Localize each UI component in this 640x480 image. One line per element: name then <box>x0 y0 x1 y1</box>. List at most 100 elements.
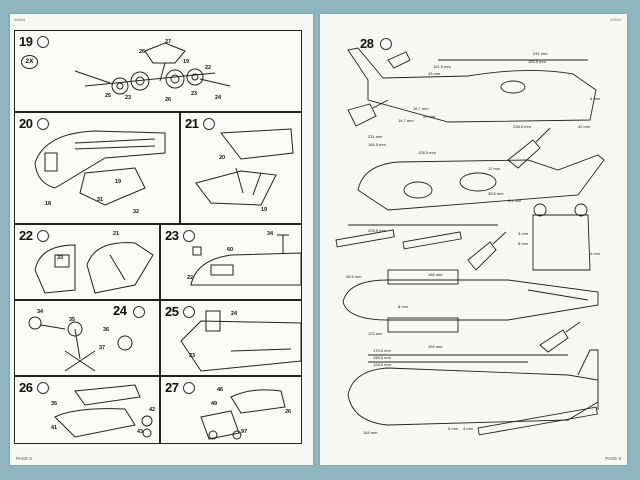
engine-pod-drawing <box>200 389 286 440</box>
page-header-code: 04834 <box>14 17 26 22</box>
part-label: 22 <box>187 275 194 281</box>
dim-label: 5 mm <box>518 241 529 246</box>
part-label: 26 <box>139 49 146 55</box>
quantity-badge: 2X <box>21 55 38 69</box>
dim-label: 194 mm <box>428 344 443 349</box>
dim-label: 38.5 mm <box>488 191 504 196</box>
step-number: 20 <box>19 116 33 131</box>
part-label: 34 <box>267 231 274 237</box>
dim-label: 183.5 mm <box>528 59 546 64</box>
part-label: 23 <box>189 353 196 359</box>
dim-label: 4 mm <box>590 251 601 256</box>
glue-icon <box>183 382 195 394</box>
step-23-panel: 23 34 22 60 <box>160 224 302 300</box>
part-label: 23 <box>125 95 132 101</box>
left-instruction-page: 04834 19 2X 26 27 25 23 19 23 22 26 24 <box>10 14 313 465</box>
step-22-panel: 22 21 33 <box>14 224 160 300</box>
part-label: 34 <box>37 309 44 315</box>
step-number: 23 <box>165 228 179 243</box>
part-label: 26 <box>165 97 172 103</box>
fuselage-drawing <box>34 130 166 206</box>
wheel-assembly-drawing <box>74 42 231 95</box>
step-24-panel: 24 34 35 36 37 <box>14 300 160 376</box>
part-label: 35 <box>51 401 58 407</box>
part-label: 20 <box>219 155 226 161</box>
part-label: 19 <box>183 59 190 65</box>
dim-label: 49 mm <box>423 114 436 119</box>
step-28-panel: 28 <box>328 30 622 448</box>
dim-label: 48.5 mm <box>346 274 362 279</box>
dim-label: 14.7 mm <box>398 118 414 123</box>
fuselage-drawing <box>195 128 294 206</box>
dim-label: 231 mm <box>533 51 548 56</box>
dim-label: 170.5 mm <box>373 348 391 353</box>
dim-label: 8 mm <box>398 304 409 309</box>
glue-icon <box>37 118 49 130</box>
dim-label: 161.5 mm <box>433 64 451 69</box>
dim-label: 3 mm <box>518 231 529 236</box>
part-label: 21 <box>113 231 120 237</box>
part-label: 60 <box>227 247 234 253</box>
dim-label: 158.5 mm <box>373 355 391 360</box>
step-number: 28 <box>360 36 374 51</box>
dim-label: 128.5 mm <box>373 362 391 367</box>
part-label: 19 <box>261 207 268 213</box>
step-26-panel: 26 35 41 42 43 <box>14 376 160 444</box>
step-19-panel: 19 2X 26 27 25 23 19 23 22 26 24 <box>14 30 302 112</box>
cockpit-drawing <box>34 242 154 294</box>
glue-icon <box>37 36 49 48</box>
fuselage-rear-drawing <box>180 310 301 372</box>
step-21-panel: 21 20 19 <box>180 112 302 224</box>
dim-label: 4 mm <box>463 426 474 431</box>
part-label: 49 <box>211 401 218 407</box>
part-label: 23 <box>191 91 198 97</box>
part-label: 35 <box>69 317 76 323</box>
part-label: 27 <box>165 39 172 45</box>
dim-label: 238.5 mm <box>513 124 531 129</box>
part-label: 31 <box>97 197 104 203</box>
part-label: 46 <box>217 387 224 393</box>
landing-gear-drawing <box>28 316 133 372</box>
part-label: 25 <box>105 93 112 99</box>
dim-label: 5.4 mm <box>508 198 522 203</box>
dim-label: 43 mm <box>428 71 441 76</box>
part-label: 24 <box>215 95 222 101</box>
part-label: 24 <box>231 311 238 317</box>
painting-diagram: 231 mm 183.5 mm 161.5 mm 43 mm 16.7 mm 4… <box>335 47 605 436</box>
step-number: 26 <box>19 380 33 395</box>
dim-label: 231 mm <box>368 134 383 139</box>
step-number: 27 <box>165 380 179 395</box>
part-label: 33 <box>57 255 64 261</box>
step-number: 24 <box>113 303 127 318</box>
dim-label: 6 mm <box>590 96 601 101</box>
page-header-code: 04834 <box>609 17 621 22</box>
dim-label: 5 mm <box>448 426 459 431</box>
fuselage-side-drawing <box>190 234 301 286</box>
glue-icon <box>183 306 195 318</box>
dim-label: 184 mm <box>363 430 378 435</box>
part-label: 36 <box>103 327 110 333</box>
part-label: 19 <box>115 179 122 185</box>
dim-label: 42 mm <box>578 124 591 129</box>
part-label: 37 <box>99 345 106 351</box>
part-label: 42 <box>149 407 156 413</box>
glue-icon <box>37 382 49 394</box>
glue-icon <box>203 118 215 130</box>
step-number: 25 <box>165 304 179 319</box>
step-number: 22 <box>19 228 33 243</box>
right-instruction-page: 04834 28 <box>320 14 627 465</box>
page-number: PAGE 9 <box>605 456 621 461</box>
part-label: 32 <box>133 209 140 215</box>
step-25-panel: 25 24 23 <box>160 300 302 376</box>
dim-label: 123 mm <box>368 331 383 336</box>
part-label: 97 <box>241 429 248 435</box>
part-label: 18 <box>45 201 52 207</box>
step-number: 21 <box>185 116 199 131</box>
glue-icon <box>37 230 49 242</box>
dim-label: 12 mm <box>488 166 501 171</box>
glue-icon <box>183 230 195 242</box>
page-number: PAGE 8 <box>16 456 32 461</box>
part-label: 26 <box>285 409 292 415</box>
part-label: 22 <box>205 65 212 71</box>
part-label: 43 <box>137 429 144 435</box>
